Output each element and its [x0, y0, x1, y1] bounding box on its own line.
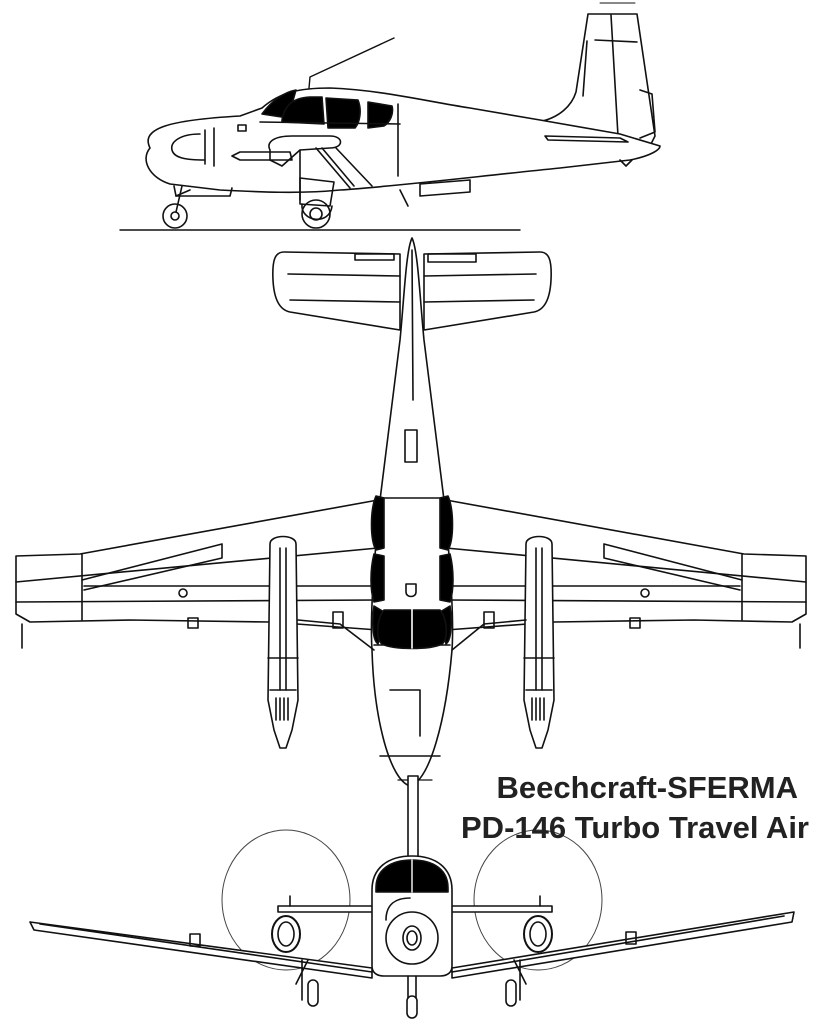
left-nacelle [268, 537, 298, 749]
aircraft-title: Beechcraft-SFERMA PD-146 Turbo Travel Ai… [461, 768, 809, 848]
right-nacelle [524, 537, 554, 749]
model-label: PD-146 Turbo Travel Air [461, 810, 809, 845]
top-view [16, 238, 806, 786]
manufacturer-label: Beechcraft-SFERMA [496, 770, 798, 805]
front-view [30, 776, 794, 1018]
side-view [120, 3, 660, 230]
